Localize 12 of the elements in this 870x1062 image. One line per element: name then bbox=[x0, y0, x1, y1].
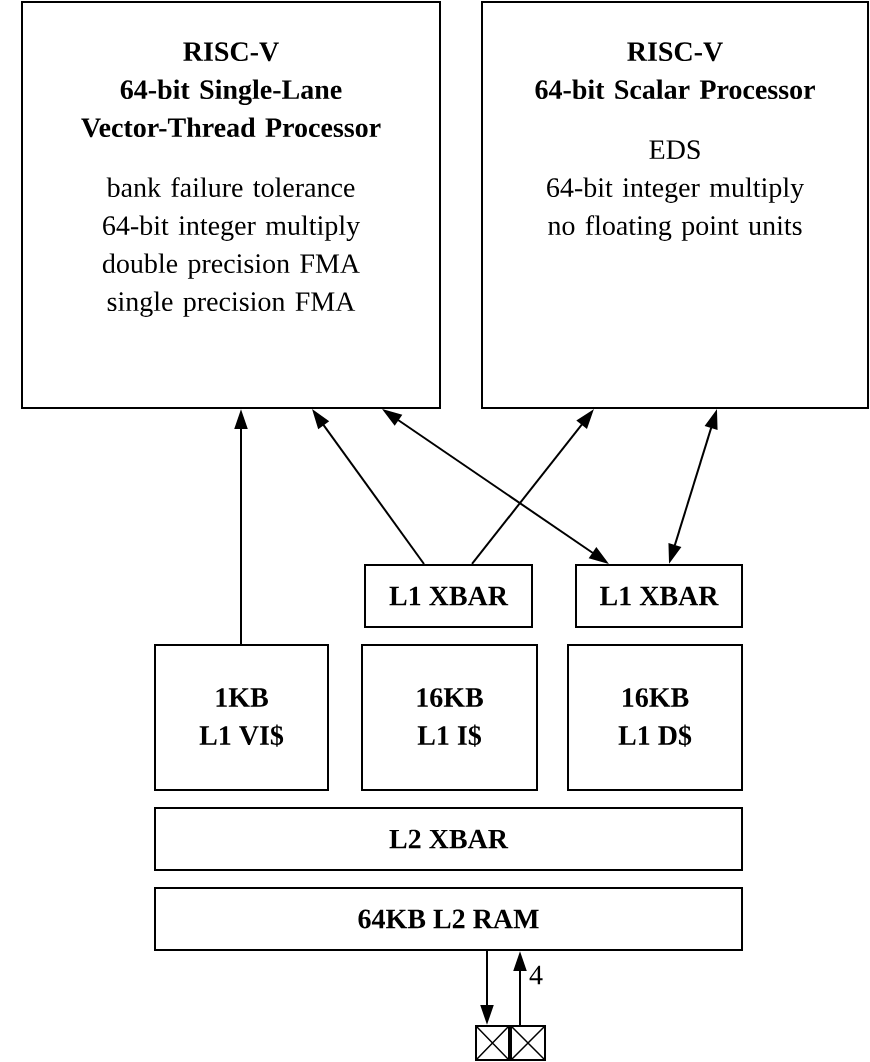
io-pad-box bbox=[510, 1025, 546, 1061]
crossbar-box: L1 XBAR bbox=[364, 564, 533, 628]
processor-box: RISC-V 64-bit Single-Lane Vector-Thread Processor bank failure tolerance 64-bit integer multiply double precision FMA single precision FMA bbox=[21, 1, 441, 409]
io-pad-box bbox=[475, 1025, 510, 1061]
crossbar-box: L2 XBAR bbox=[154, 807, 743, 871]
edge-label: 4 bbox=[529, 965, 543, 985]
processor-box: RISC-V 64-bit Scalar Processor EDS 64-bit integer multiply no floating point units bbox=[481, 1, 869, 409]
cache-box: 16KB L1 D$ bbox=[567, 644, 743, 791]
cache-box: 1KB L1 VI$ bbox=[154, 644, 329, 791]
crossbar-box: 64KB L2 RAM bbox=[154, 887, 743, 951]
cache-box: 16KB L1 I$ bbox=[361, 644, 538, 791]
crossbar-box: L1 XBAR bbox=[575, 564, 743, 628]
